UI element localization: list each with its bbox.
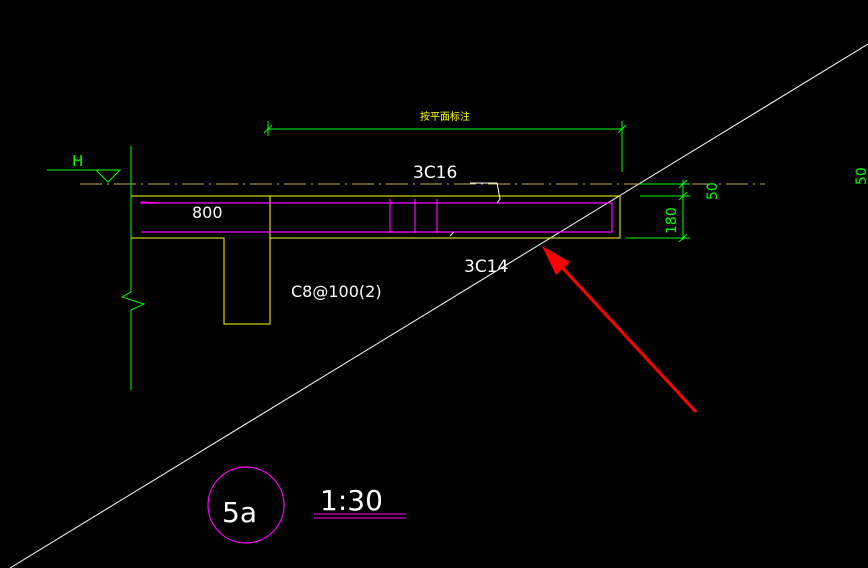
detail-scale: 1:30 [320, 484, 383, 517]
scale-underline [314, 513, 406, 519]
rebar-lines [140, 199, 613, 233]
elevation-marker [47, 169, 122, 183]
leader-lines [449, 182, 501, 237]
depth-label: 180 [664, 207, 680, 234]
elevation-label: H [72, 152, 83, 170]
edge-fragment-label: 50 [854, 167, 868, 185]
right-dimension [626, 179, 690, 243]
dimension-top-label: 按平面标注 [420, 110, 470, 123]
stirrup-label: C8@100(2) [291, 282, 382, 301]
top-dimension [263, 121, 627, 172]
red-arrow [542, 246, 698, 414]
bottom-rebar-label: 3C14 [464, 257, 508, 277]
wall-outline [120, 146, 146, 390]
detail-circle [207, 466, 285, 544]
diagonal-line [9, 43, 868, 568]
offset-label: 50 [705, 182, 721, 200]
detail-number: 5a [222, 496, 257, 529]
length-label: 800 [192, 203, 223, 222]
top-rebar-label: 3C16 [413, 163, 457, 183]
